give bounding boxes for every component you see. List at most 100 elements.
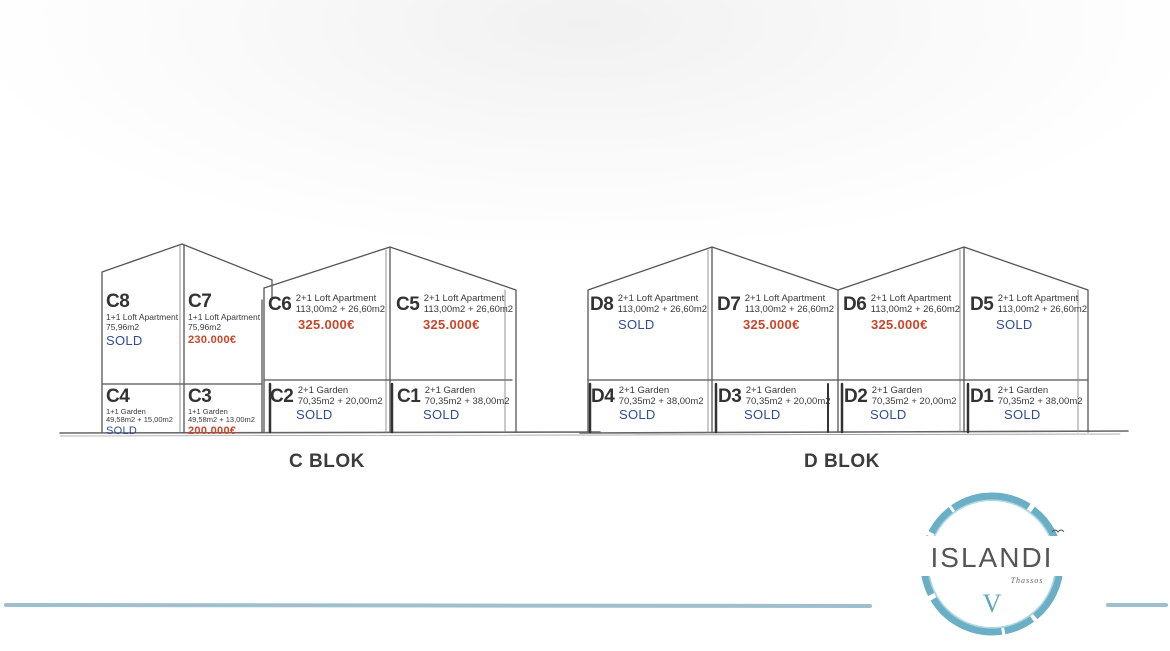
unit-code: C4 [106,386,130,407]
unit-type: 2+1 Loft Apartment [423,293,505,304]
unit-type: 2+1 Loft Apartment [870,293,952,304]
unit-c6[interactable]: C6 2+1 Loft Apartment 113,00m2 + 26,60m2… [268,293,386,333]
status-badge: SOLD [618,316,655,332]
unit-c8[interactable]: C8 1+1 Loft Apartment 75,96m2 SOLD [106,291,178,349]
unit-info: 2+1 Loft Apartment 113,00m2 + 26,60m2 [423,293,514,316]
unit-type: 2+1 Garden [997,385,1049,396]
unit-area: 75,96m2 [106,321,140,332]
status-badge: SOLD [106,425,138,438]
bottom-brush-line [4,603,1168,608]
unit-c2[interactable]: C2 2+1 Garden 70,35m2 + 20,00m2 SOLD [270,385,383,423]
unit-area: 70,35m2 + 20,00m2 [745,395,831,407]
unit-area: 113,00m2 + 26,60m2 [295,303,386,315]
unit-type: 2+1 Loft Apartment [744,293,826,304]
price-label: 230.000€ [188,334,237,347]
price-label: 325.000€ [871,316,928,332]
sky-background [0,0,1170,240]
unit-type: 1+1 Garden [106,406,146,416]
unit-type: 2+1 Garden [424,385,476,396]
logo-location: Thassos [1011,576,1044,585]
logo-mark: V [983,589,1002,618]
unit-d7[interactable]: D7 2+1 Loft Apartment 113,00m2 + 26,60m2… [717,293,835,333]
unit-type: 2+1 Garden [745,385,797,396]
unit-area: 113,00m2 + 26,60m2 [617,303,708,315]
unit-c5[interactable]: C5 2+1 Loft Apartment 113,00m2 + 26,60m2… [396,293,514,333]
unit-type: 2+1 Garden [297,385,349,396]
unit-d4[interactable]: D4 2+1 Garden 70,35m2 + 38,00m2 SOLD [591,385,704,423]
unit-d3[interactable]: D3 2+1 Garden 70,35m2 + 20,00m2 SOLD [718,385,831,423]
house-d-left [587,246,839,434]
unit-area: 113,00m2 + 26,60m2 [870,303,961,315]
unit-info: 2+1 Loft Apartment 113,00m2 + 26,60m2 [295,293,386,316]
unit-type: 2+1 Garden [871,385,923,396]
unit-code: C8 [106,291,130,312]
status-badge: SOLD [106,333,143,349]
unit-info: 2+1 Loft Apartment 113,00m2 + 26,60m2 [870,293,961,316]
unit-code: D1 [970,386,994,407]
status-badge: SOLD [296,406,333,422]
status-badge: SOLD [619,406,656,422]
bird-icon [1051,529,1065,533]
unit-code: D8 [590,294,614,315]
unit-c1[interactable]: C1 2+1 Garden 70,35m2 + 38,00m2 SOLD [397,385,510,423]
unit-d2[interactable]: D2 2+1 Garden 70,35m2 + 20,00m2 SOLD [844,385,957,423]
unit-area: 70,35m2 + 38,00m2 [424,395,510,407]
unit-code: D6 [843,294,867,315]
unit-info: 2+1 Garden 70,35m2 + 20,00m2 [297,385,383,408]
unit-d1[interactable]: D1 2+1 Garden 70,35m2 + 38,00m2 SOLD [970,385,1083,423]
unit-info: 2+1 Garden 70,35m2 + 38,00m2 [997,385,1083,408]
unit-code: C6 [268,294,292,315]
house-c-large [263,246,517,434]
price-label: 325.000€ [298,316,355,332]
logo-ring: ISLANDI Thassos V [912,492,1072,636]
status-badge: SOLD [744,406,781,422]
unit-area: 70,35m2 + 20,00m2 [297,395,383,407]
price-label: 325.000€ [743,316,800,332]
status-badge: SOLD [423,406,460,422]
unit-type: 2+1 Loft Apartment [617,293,699,304]
unit-d5[interactable]: D5 2+1 Loft Apartment 113,00m2 + 26,60m2… [970,293,1088,333]
unit-code: D5 [970,294,994,315]
unit-code: D4 [591,386,615,407]
price-label: 200.000€ [188,425,237,438]
unit-info: 2+1 Garden 70,35m2 + 20,00m2 [745,385,831,408]
unit-c3[interactable]: C3 1+1 Garden 49,58m2 + 13,00m2 200.000€ [188,386,255,438]
islandi-logo: ISLANDI Thassos V [912,484,1072,644]
unit-code: D2 [844,386,868,407]
house-d-right [837,246,1089,434]
unit-area: 70,35m2 + 38,00m2 [618,395,704,407]
unit-type: 2+1 Garden [618,385,670,396]
unit-area: 75,96m2 [188,321,222,332]
logo-name: ISLANDI [931,542,1054,573]
unit-type: 2+1 Loft Apartment [295,293,377,304]
unit-type: 1+1 Loft Apartment [188,311,261,322]
unit-c4[interactable]: C4 1+1 Garden 49,58m2 + 15,00m2 SOLD [106,386,173,438]
unit-info: 2+1 Garden 70,35m2 + 20,00m2 [871,385,957,408]
house-c-small [101,243,273,433]
unit-info: 2+1 Garden 70,35m2 + 38,00m2 [618,385,704,408]
unit-area: 70,35m2 + 38,00m2 [997,395,1083,407]
unit-type: 1+1 Loft Apartment [106,311,179,322]
unit-area: 113,00m2 + 26,60m2 [744,303,835,315]
unit-area: 70,35m2 + 20,00m2 [871,395,957,407]
status-badge: SOLD [870,406,907,422]
unit-area: 113,00m2 + 26,60m2 [997,303,1088,315]
status-badge: SOLD [996,316,1033,332]
unit-info: 2+1 Garden 70,35m2 + 38,00m2 [424,385,510,408]
unit-c7[interactable]: C7 1+1 Loft Apartment 75,96m2 230.000€ [188,291,260,347]
unit-d8[interactable]: D8 2+1 Loft Apartment 113,00m2 + 26,60m2… [590,293,708,333]
unit-d6[interactable]: D6 2+1 Loft Apartment 113,00m2 + 26,60m2… [843,293,961,333]
unit-area: 49,58m2 + 15,00m2 [106,415,173,425]
price-label: 325.000€ [423,316,480,332]
d-blok-label: D BLOK [804,451,880,472]
unit-type: 2+1 Loft Apartment [997,293,1079,304]
unit-info: 2+1 Loft Apartment 113,00m2 + 26,60m2 [997,293,1088,316]
ground-line [59,430,1129,434]
unit-code: C3 [188,386,212,407]
unit-info: 2+1 Loft Apartment 113,00m2 + 26,60m2 [617,293,708,316]
status-badge: SOLD [1004,406,1041,422]
unit-info: 2+1 Loft Apartment 113,00m2 + 26,60m2 [744,293,835,316]
unit-area: 113,00m2 + 26,60m2 [423,303,514,315]
unit-type: 1+1 Garden [188,406,228,416]
